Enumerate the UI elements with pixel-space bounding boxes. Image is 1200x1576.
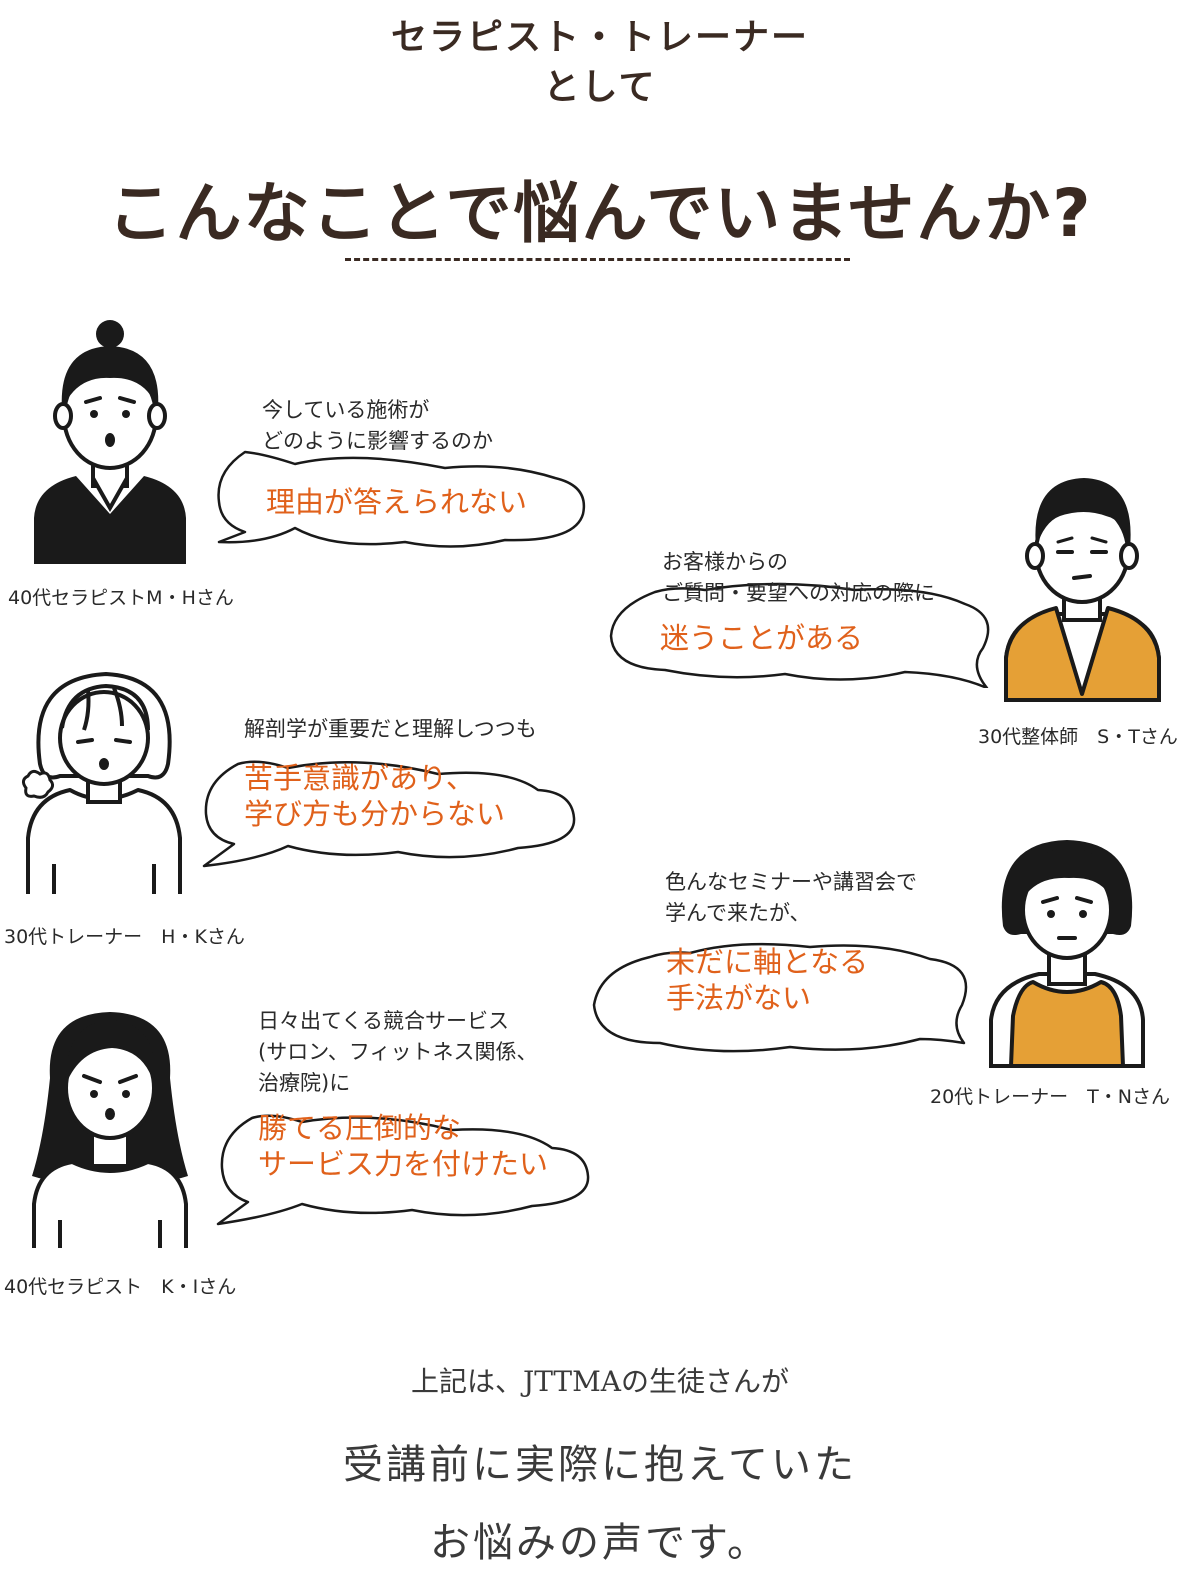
concern-lead-text: 今している施術が どのように影響するのか [262, 398, 493, 453]
person-caption: 40代セラピスト K・Iさん [4, 1276, 237, 1298]
footer-emphasis-line-2: お悩みの声です。 [430, 1520, 770, 1566]
concern-highlight-text: 苦手意識があり、 学び方も分からない [244, 761, 506, 831]
subtitle-line-2: として [543, 67, 657, 108]
speech-bubble [592, 942, 968, 1053]
concern-highlight-text: 未だに軸となる 手法がない [666, 945, 869, 1015]
person-caption: 40代セラピストM・Hさん [8, 587, 234, 609]
concern-lead-text: お客様からの ご質問・要望への対応の際に [662, 550, 935, 605]
avatar-trainer-hk-icon [21, 671, 182, 894]
page-title: こんなことで悩んでいませんか? [107, 175, 1093, 252]
avatar-trainer-tn-icon [989, 840, 1145, 1068]
speech-bubble [609, 582, 990, 688]
speech-bubble [202, 760, 576, 868]
concern-lead-text: 色んなセミナーや講習会で 学んで来たが、 [665, 870, 917, 925]
footer-emphasis-line-1: 受講前に実際に抱えていた [343, 1442, 857, 1488]
avatar-therapist-ki-icon [32, 1012, 188, 1248]
concern-lead-text: 日々出てくる競合サービス (サロン、フィットネス関係、 治療院)に [258, 1009, 538, 1095]
avatar-therapist-mh-icon [34, 320, 186, 564]
person-caption: 30代トレーナー H・Kさん [4, 926, 245, 948]
concern-highlight-text: 理由が答えられない [266, 485, 528, 519]
person-caption: 20代トレーナー T・Nさん [930, 1086, 1170, 1108]
concern-highlight-text: 勝てる圧倒的な サービス力を付けたい [258, 1111, 549, 1181]
concern-lead-text: 解剖学が重要だと理解しつつも [244, 717, 537, 741]
speech-bubble [217, 450, 586, 548]
concern-highlight-text: 迷うことがある [660, 621, 864, 655]
avatar-seitai-st-icon [1004, 478, 1161, 702]
subtitle-line-1: セラピスト・トレーナー [390, 17, 809, 58]
title-divider [345, 258, 850, 261]
speech-bubble [216, 1114, 590, 1226]
person-caption: 30代整体師 S・Tさん [978, 726, 1178, 748]
footer-note: 上記は、JTTMAの生徒さんが [411, 1365, 789, 1398]
